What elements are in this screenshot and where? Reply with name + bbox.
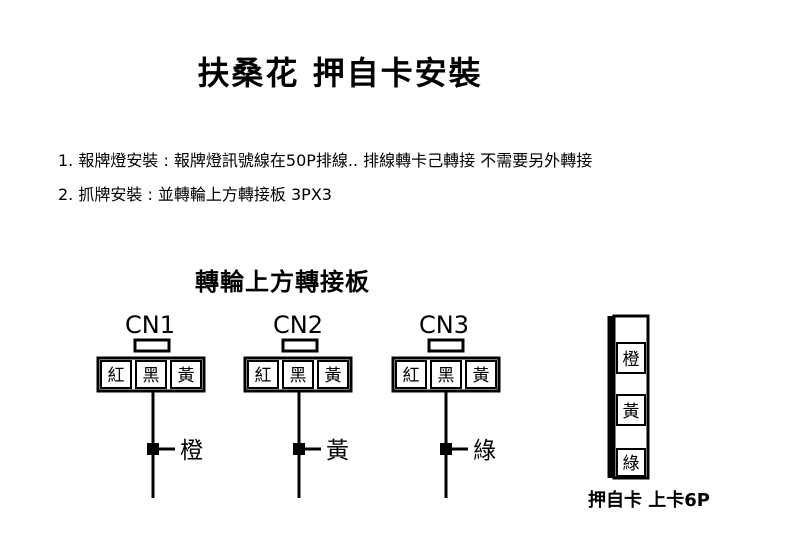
pin-label-orange: 橙 [623, 350, 640, 370]
pin-cell [395, 360, 427, 389]
card-connector-caption: 押自卡 上卡6P [588, 490, 710, 511]
pin-cell [282, 360, 314, 389]
pin-cell [616, 342, 646, 374]
connector-label: CN1 [125, 311, 175, 339]
pin-label-black: 黑 [143, 366, 160, 386]
pin-cell [616, 394, 646, 426]
pin-cell [170, 360, 202, 389]
pin-cell [616, 448, 646, 477]
connector-housing [612, 314, 650, 480]
pin-cell [430, 360, 462, 389]
wire-color-label: 綠 [473, 438, 496, 464]
pin-cell [100, 360, 132, 389]
connector-label: CN3 [419, 311, 469, 339]
connector-cn1: CN1 紅 黑 黃 橙 [96, 311, 206, 498]
pin-label-black: 黑 [438, 366, 455, 386]
connector-key [427, 338, 465, 353]
note-grab-install: 2. 抓牌安裝 : 並轉輪上方轉接板 3PX3 [58, 185, 332, 204]
page-title: 扶桑花 押自卡安裝 [197, 54, 483, 92]
card-6p-connector: 橙 黃 綠 [607, 314, 650, 480]
connector-cn3: CN3 紅 黑 黃 綠 [391, 311, 501, 498]
pin-label-red: 紅 [108, 366, 125, 386]
pin-label-green: 綠 [623, 454, 640, 474]
wire-junction [440, 443, 452, 455]
connector-key [133, 338, 171, 353]
connector-body [96, 356, 206, 393]
pin-label-yellow: 黃 [178, 366, 195, 386]
pin-cell [465, 360, 497, 389]
wire-color-label: 橙 [180, 438, 203, 464]
wire-color-label: 黃 [326, 438, 349, 464]
pin-label-red: 紅 [403, 366, 420, 386]
wire-junction [147, 443, 159, 455]
pin-label-red: 紅 [255, 366, 272, 386]
pin-cell [317, 360, 349, 389]
connector-key [281, 338, 319, 353]
connector-label: CN2 [273, 311, 323, 339]
pin-cell [247, 360, 279, 389]
pin-label-black: 黑 [290, 366, 307, 386]
pin-cell [135, 360, 167, 389]
wire-junction [293, 443, 305, 455]
pin-label-yellow: 黃 [325, 366, 342, 386]
pin-label-yellow: 黃 [623, 402, 640, 422]
note-led-install: 1. 報牌燈安裝 : 報牌燈訊號線在50P排線.. 排線轉卡己轉接 不需要另外轉… [58, 151, 593, 170]
pin-label-yellow: 黃 [473, 366, 490, 386]
connector-cn2: CN2 紅 黑 黃 黃 [243, 311, 353, 498]
adapter-board-title: 轉輪上方轉接板 [195, 268, 370, 296]
